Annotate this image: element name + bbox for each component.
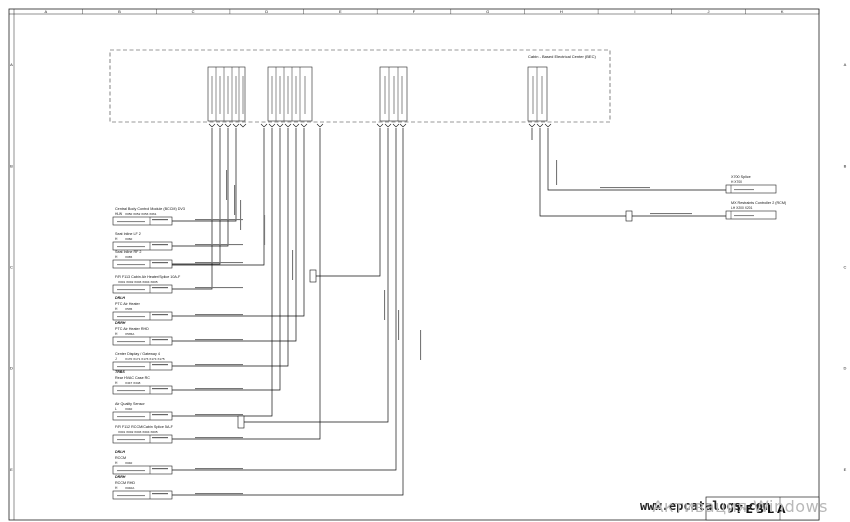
component-name: Seat Inline LF 2 bbox=[115, 232, 141, 236]
column-letter: K bbox=[781, 9, 784, 14]
column-letter: D bbox=[265, 9, 268, 14]
column-letters: A B C D E F G H I J K bbox=[44, 9, 820, 14]
harness-tag: DRLH bbox=[115, 296, 125, 300]
column-letter: C bbox=[192, 9, 195, 14]
component-name: Seat Inline RF 2 bbox=[115, 250, 141, 254]
component-rhvac: Rear HVAC Case RCH X347 X348 bbox=[112, 376, 173, 395]
bec-label: Cabin - Based Electrical Center (BEC) bbox=[528, 54, 596, 59]
brand-logo: TESLA bbox=[735, 503, 788, 516]
row-letter-right: D bbox=[844, 366, 847, 371]
wire-labels bbox=[195, 160, 692, 495]
column-letter: J bbox=[708, 9, 710, 14]
bec-fuse-dividers bbox=[215, 67, 538, 121]
row-letter-right: C bbox=[844, 265, 847, 270]
column-letter: F bbox=[413, 9, 416, 14]
component-connectors: X001 X002 X003 X004 X005 bbox=[118, 430, 158, 434]
component-seat-lf2: Seat Inline LF 2H X060 bbox=[112, 232, 173, 251]
component-connectors: X050 X052 X053 X061 bbox=[125, 212, 157, 216]
component-rcm: MX Restraints Controller 2 (RCM)LH X200 … bbox=[725, 201, 786, 220]
harness-tag: DRRH bbox=[115, 321, 126, 325]
component-name: Central Body Control Module (BCCM) DV3 bbox=[115, 207, 185, 211]
component-connectors: X040 bbox=[125, 407, 133, 411]
component-sub: L bbox=[115, 407, 117, 411]
bec-fuse-blocks bbox=[207, 66, 548, 122]
component-sub: HLW bbox=[115, 212, 123, 216]
component-list: Central Body Control Module (BCCM) DV3HL… bbox=[112, 207, 185, 500]
wiring bbox=[172, 128, 726, 496]
component-connectors: X535 bbox=[125, 307, 133, 311]
column-letter: I bbox=[634, 9, 635, 14]
splice-symbol bbox=[237, 210, 633, 429]
row-letter-right: E bbox=[844, 467, 847, 472]
component-seat-rf2: Seat Inline RF 2H X065 bbox=[112, 250, 173, 269]
component-name: PTC Air Heater bbox=[115, 302, 141, 306]
title-block bbox=[705, 496, 820, 521]
component-connectors: X535A bbox=[125, 332, 135, 336]
component-sub: H bbox=[115, 255, 118, 259]
component-sub: H bbox=[115, 332, 118, 336]
component-connectors: X040 bbox=[125, 461, 133, 465]
component-sub: H bbox=[115, 486, 118, 490]
component-sub: H bbox=[115, 461, 118, 465]
column-letter: B bbox=[118, 9, 121, 14]
column-letter: A bbox=[44, 9, 47, 14]
component-name: RCCM bbox=[115, 456, 126, 460]
fuse-labels bbox=[211, 76, 543, 114]
component-name: RCCM RHD bbox=[115, 481, 135, 485]
site-url: www.epcatalogs.com bbox=[640, 499, 770, 513]
component-f113: F/R F113 Cabin Air Heater/Splice 10A-FX0… bbox=[112, 275, 181, 294]
sheet-border bbox=[8, 8, 820, 521]
component-connectors: X040A bbox=[125, 486, 135, 490]
component-name: PTC Air Heater RHD bbox=[115, 327, 149, 331]
component-name: F/R F113 Cabin Air Heater/Splice 10A-F bbox=[115, 275, 181, 279]
row-letter: C bbox=[10, 265, 13, 270]
component-sub: H bbox=[115, 381, 118, 385]
component-connectors: X001 X002 X003 X004 X005 bbox=[118, 280, 158, 284]
bec-box bbox=[109, 49, 611, 123]
column-letter: E bbox=[339, 9, 342, 14]
row-letter: A bbox=[10, 62, 13, 67]
component-name: Air Quality Sensor bbox=[115, 402, 145, 406]
component-name: Rear HVAC Case RC bbox=[115, 376, 150, 380]
row-letter: B bbox=[10, 163, 13, 168]
component-name: MX Restraints Controller 2 (RCM) bbox=[731, 201, 786, 205]
row-letter: E bbox=[10, 467, 13, 472]
row-letter-right: B bbox=[844, 163, 847, 168]
component-name: Center Display / Gateway 4 bbox=[115, 352, 160, 356]
component-connectors: X170 X171 X173 X174 X175 bbox=[125, 357, 165, 361]
harness-tag: DRRH bbox=[115, 475, 126, 479]
row-letter: D bbox=[10, 366, 13, 371]
component-name: X700 Splice bbox=[731, 175, 751, 179]
component-connectors: X347 X348 bbox=[125, 381, 141, 385]
component-sub: H bbox=[115, 307, 118, 311]
column-letter: G bbox=[486, 9, 489, 14]
component-connectors: X065 bbox=[125, 255, 133, 259]
component-connectors: X060 bbox=[125, 237, 133, 241]
component-sub: LH X200 X201 bbox=[731, 206, 753, 210]
harness-tag: DRLH bbox=[115, 450, 125, 454]
component-name: F/R F112 RCCM/Cabin Splice 5A-F bbox=[115, 425, 174, 429]
row-letter-right: A bbox=[844, 62, 847, 67]
component-sub: H X700 bbox=[731, 180, 742, 184]
component-cdg: Center Display / Gateway 4J X170 X171 X17… bbox=[112, 352, 173, 371]
component-sub: H bbox=[115, 237, 118, 241]
component-sub: J bbox=[115, 357, 117, 361]
row-letters: A A B B C C D D E E bbox=[10, 62, 847, 472]
column-letter: H bbox=[560, 9, 563, 14]
component-bccm: Central Body Control Module (BCCM) DV3HL… bbox=[112, 207, 185, 226]
bec-connector-pins bbox=[208, 123, 552, 128]
harness-tag: TRBS bbox=[115, 370, 125, 374]
